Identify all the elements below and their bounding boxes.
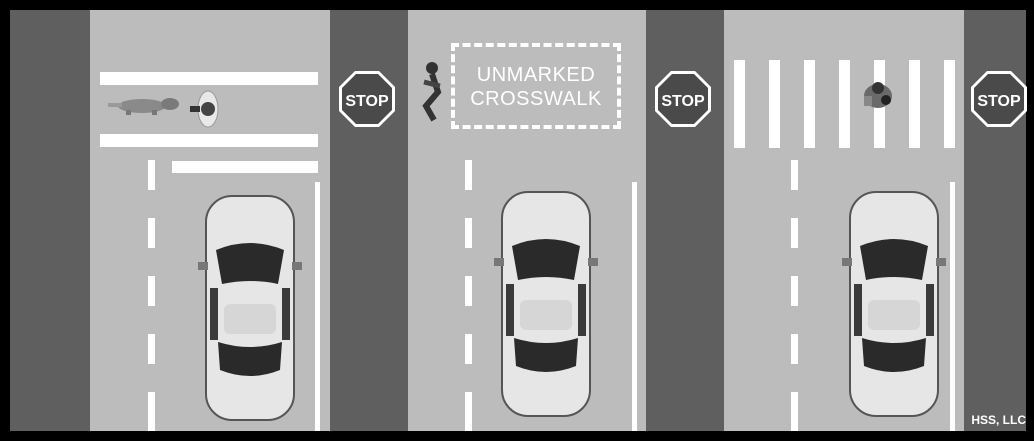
- zebra-stripe: [944, 60, 955, 148]
- zebra-stripe: [839, 60, 850, 148]
- lane-dash: [791, 218, 798, 248]
- lane-dash: [791, 392, 798, 431]
- lane-dash: [148, 276, 155, 306]
- lane-edge-line: [632, 182, 637, 431]
- pedestrian-icon: [416, 60, 452, 124]
- lane-edge-line: [315, 182, 320, 431]
- crosswalk-line-top: [100, 72, 318, 85]
- lane-dash: [465, 276, 472, 306]
- cyclist-icon: [858, 76, 898, 116]
- lane-edge-line: [950, 182, 955, 431]
- zebra-stripe: [769, 60, 780, 148]
- credit-label: HSS, LLC: [971, 413, 1026, 427]
- crosswalk-line-bottom: [100, 134, 318, 147]
- crosswalk-label-line1: UNMARKED: [451, 63, 621, 87]
- lane-dash: [791, 160, 798, 190]
- zebra-stripe: [909, 60, 920, 148]
- stop-sign-icon: STOP: [338, 70, 396, 128]
- stop-sign-label: STOP: [345, 93, 389, 110]
- lane-dash: [148, 218, 155, 248]
- lane-dash: [465, 218, 472, 248]
- stop-sign-label: STOP: [977, 93, 1021, 110]
- lane-dash: [465, 392, 472, 431]
- stop-sign-label: STOP: [661, 93, 705, 110]
- lane-dash: [465, 160, 472, 190]
- lane-dash: [465, 334, 472, 364]
- car-icon: [842, 188, 946, 420]
- unmarked-crosswalk-label: UNMARKED CROSSWALK: [451, 63, 621, 111]
- lane-dash: [148, 334, 155, 364]
- sidewalk-left: [10, 10, 90, 431]
- car-icon: [198, 192, 302, 424]
- stop-line: [172, 161, 318, 173]
- lane-dash: [148, 160, 155, 190]
- lane-dash: [791, 334, 798, 364]
- lane-dash: [148, 392, 155, 431]
- lane-dash: [791, 276, 798, 306]
- dog-icon: [106, 94, 181, 116]
- pedestrian-icon: [190, 88, 226, 130]
- crosswalk-label-line2: CROSSWALK: [451, 87, 621, 111]
- zebra-stripe: [804, 60, 815, 148]
- zebra-stripe: [734, 60, 745, 148]
- car-icon: [494, 188, 598, 420]
- stop-sign-icon: STOP: [970, 70, 1028, 128]
- stop-sign-icon: STOP: [654, 70, 712, 128]
